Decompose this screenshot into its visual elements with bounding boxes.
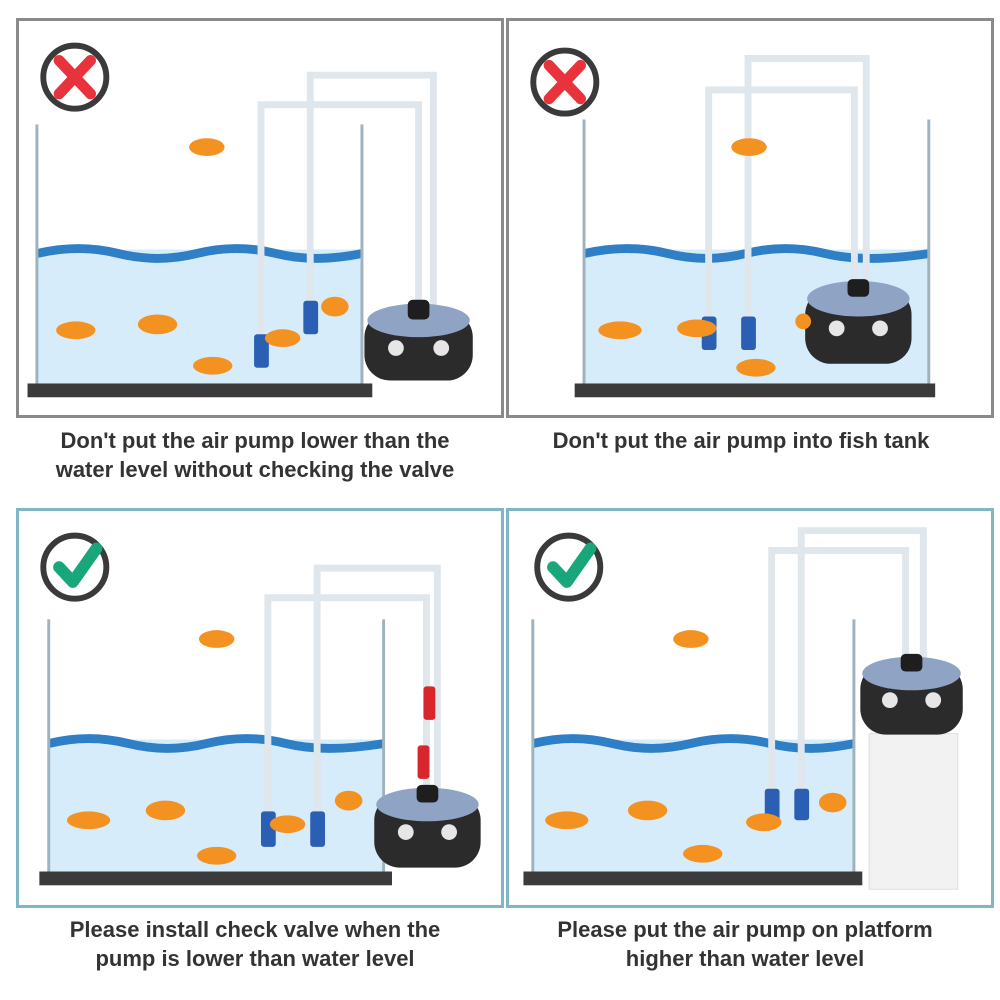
check-mark-icon bbox=[40, 532, 110, 602]
caption-panel-4: Please put the air pump on platform high… bbox=[500, 915, 990, 973]
scene-illustration bbox=[523, 527, 963, 890]
air-stone-right bbox=[794, 788, 810, 821]
fish-icon-group bbox=[66, 630, 363, 865]
air-stone-right bbox=[741, 316, 756, 350]
caption-line: Please install check valve when the bbox=[69, 917, 441, 942]
air-stone-right bbox=[303, 300, 319, 335]
air-stone-left bbox=[764, 788, 780, 821]
tank-base bbox=[39, 871, 392, 886]
caption-line: water level without checking the valve bbox=[55, 457, 455, 482]
caption-line: pump is lower than water level bbox=[95, 946, 415, 971]
air-tube-left bbox=[257, 101, 423, 361]
platform-block bbox=[868, 733, 959, 890]
panel-pump-inside-tank bbox=[506, 18, 994, 418]
air-stone-left bbox=[254, 334, 269, 368]
tank-wall-right bbox=[852, 619, 856, 878]
tank-wall-left bbox=[531, 619, 535, 878]
caption-line: Please put the air pump on platform bbox=[557, 917, 933, 942]
tank-wall-right bbox=[927, 119, 931, 390]
fish-icon-group bbox=[598, 138, 812, 377]
tank-wall-left bbox=[35, 124, 39, 389]
check-valve-icon bbox=[417, 745, 430, 779]
air-tube-right bbox=[306, 71, 437, 327]
fish-icon-group bbox=[56, 138, 349, 375]
tank-wall-right bbox=[360, 124, 364, 389]
caption-panel-3: Please install check valve when the pump… bbox=[10, 915, 500, 973]
tank-wall-right bbox=[382, 619, 386, 878]
caption-line: Don't put the air pump into fish tank bbox=[552, 428, 930, 453]
cross-mark-icon bbox=[530, 47, 600, 117]
tank-base bbox=[523, 871, 863, 886]
tank-base bbox=[574, 383, 936, 398]
check-valve-icon bbox=[423, 686, 436, 720]
fish-icon-group bbox=[545, 630, 847, 863]
air-tube-left bbox=[705, 86, 858, 347]
water-surface bbox=[36, 244, 364, 263]
check-mark-icon bbox=[534, 532, 604, 602]
air-tube-right bbox=[313, 564, 441, 827]
scene-illustration bbox=[530, 47, 936, 398]
air-tube-right bbox=[797, 527, 927, 797]
caption-line: higher than water level bbox=[625, 946, 865, 971]
tank-base bbox=[27, 383, 373, 398]
air-tube-left bbox=[768, 546, 910, 797]
cross-mark-icon bbox=[40, 42, 110, 112]
tank-wall-left bbox=[47, 619, 51, 878]
air-tube-right bbox=[744, 54, 870, 322]
air-pump-icon bbox=[805, 279, 912, 364]
panel-pump-on-platform bbox=[506, 508, 994, 908]
scene-illustration bbox=[39, 532, 481, 886]
tank-wall-left bbox=[582, 119, 586, 390]
caption-panel-1: Don't put the air pump lower than the wa… bbox=[10, 426, 500, 484]
caption-line: Don't put the air pump lower than the bbox=[60, 428, 450, 453]
air-pump-icon bbox=[364, 299, 473, 381]
caption-panel-2: Don't put the air pump into fish tank bbox=[496, 426, 986, 455]
air-pump-icon bbox=[374, 784, 481, 868]
air-stone-right bbox=[310, 811, 326, 847]
scene-illustration bbox=[27, 42, 473, 398]
air-pump-icon bbox=[860, 653, 963, 735]
panel-pump-with-check-valve bbox=[16, 508, 504, 908]
panel-pump-below-water-no-valve bbox=[16, 18, 504, 418]
